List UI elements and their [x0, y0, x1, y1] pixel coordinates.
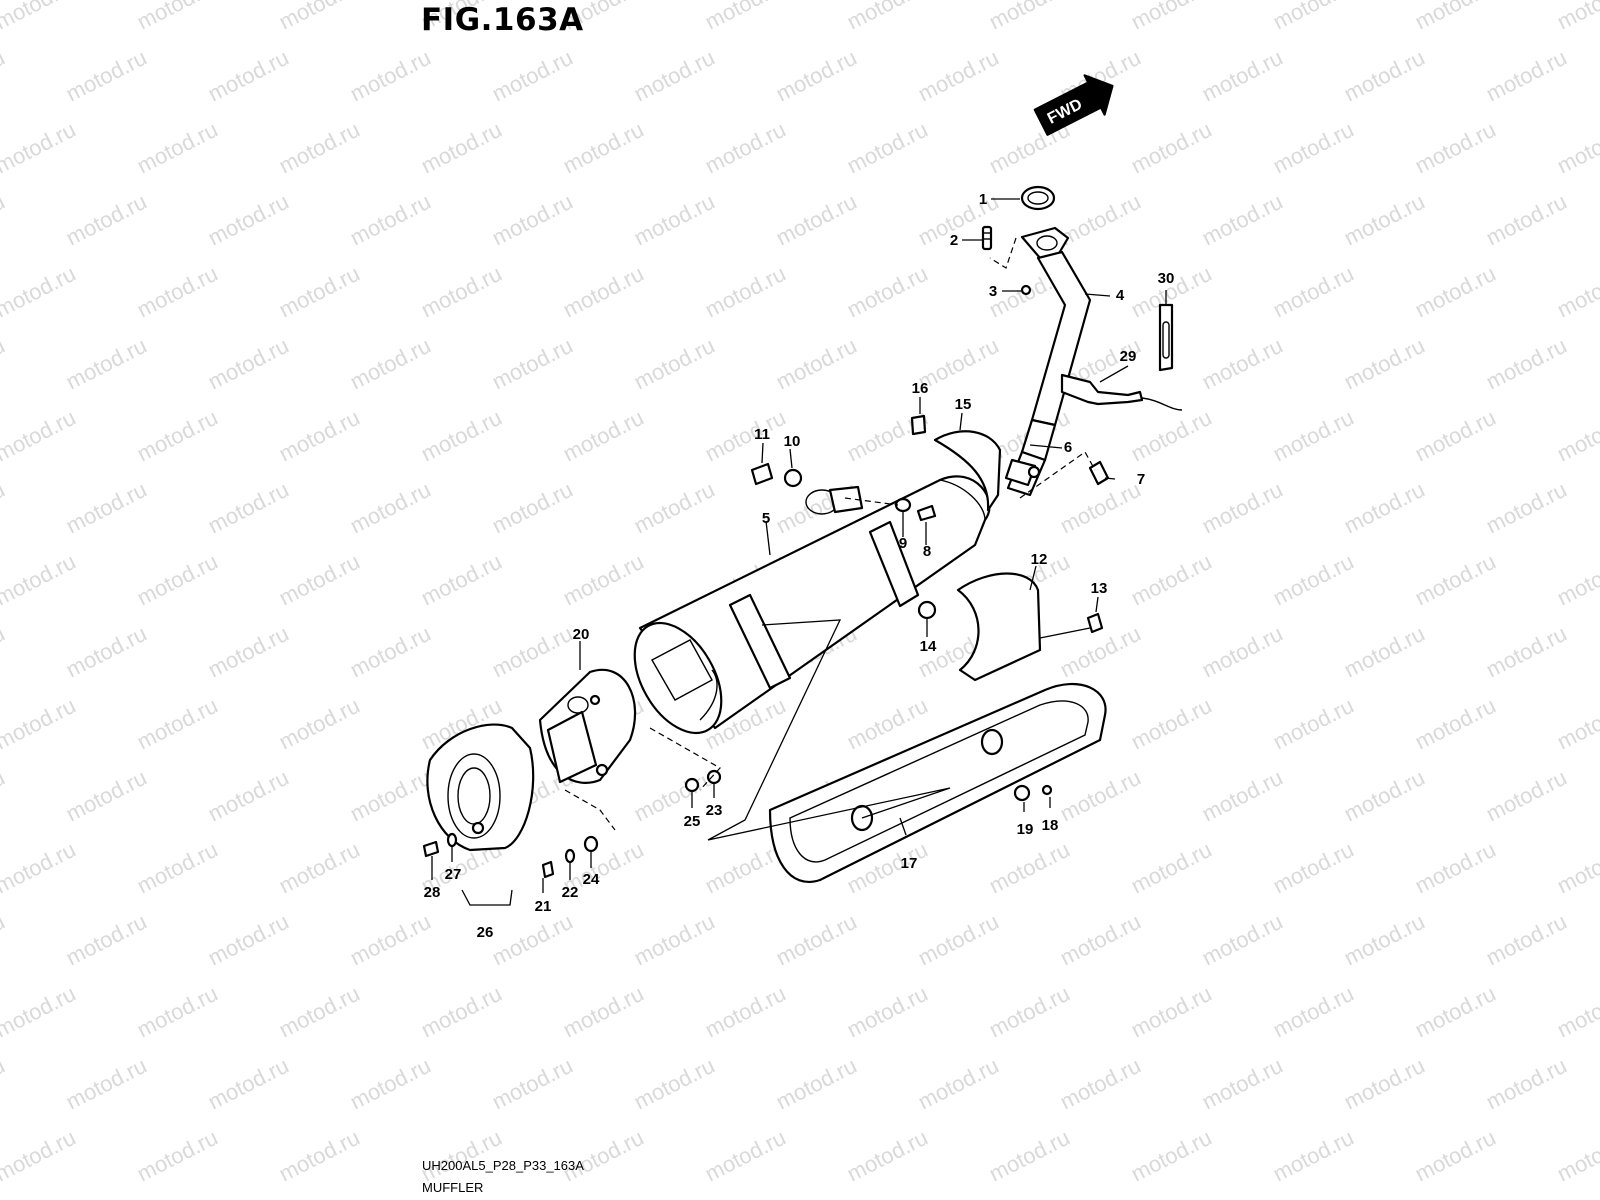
callout-2: 2: [950, 232, 958, 249]
callout-30: 30: [1158, 270, 1175, 287]
fwd-arrow-icon: FWD: [1033, 74, 1114, 136]
sensor-protector-part: [1158, 303, 1174, 372]
callout-7: 7: [1137, 471, 1145, 488]
heat-shield-upper-part: [933, 430, 1002, 512]
callout-5: 5: [762, 510, 770, 527]
oxygen-sensor-part: [1060, 373, 1183, 411]
callout-17: 17: [901, 855, 918, 872]
tail-pipe-end-part: [426, 723, 535, 852]
bolt-13-part: [1086, 612, 1104, 634]
collar-19-part: [1013, 784, 1031, 802]
assembly-guide-lines: [461, 237, 1096, 906]
bolt-11-part: [750, 462, 774, 486]
washer-9-part: [894, 497, 912, 513]
bolt-18-part: [1041, 784, 1053, 796]
callout-6: 6: [1064, 439, 1072, 456]
callout-11: 11: [754, 426, 770, 443]
washer-25-part: [684, 777, 700, 793]
bolt-8-part: [916, 504, 937, 522]
callout-29: 29: [1120, 348, 1137, 365]
exhaust-pipe-part: [1006, 226, 1092, 497]
callout-10: 10: [784, 433, 801, 450]
washer-24-part: [583, 835, 599, 853]
collar-10-part: [783, 468, 803, 488]
gasket-ring-part: [1020, 185, 1056, 211]
pipe-clamp-part: [1004, 458, 1041, 487]
end-cap-part: [538, 668, 637, 784]
grommet-14-part: [917, 600, 937, 620]
callout-15: 15: [955, 396, 972, 413]
heat-shield-side-part: [956, 572, 1042, 682]
heat-cover-part: [768, 682, 1107, 883]
callout-26: 26: [477, 924, 494, 941]
figure-code: UH200AL5_P28_P33_163A: [422, 1158, 584, 1173]
callout-9: 9: [899, 535, 907, 552]
callout-8: 8: [923, 543, 931, 560]
callout-3: 3: [989, 283, 997, 300]
bolt-16-part: [910, 414, 927, 436]
callout-27: 27: [445, 866, 462, 883]
bolt-28-part: [422, 840, 440, 858]
callout-28: 28: [424, 884, 441, 901]
callout-20: 20: [573, 626, 590, 643]
callout-12: 12: [1031, 551, 1048, 568]
washer-22-part: [564, 848, 576, 864]
callout-25: 25: [684, 813, 701, 830]
callout-19: 19: [1017, 821, 1034, 838]
callout-14: 14: [920, 638, 937, 655]
washer-27-part: [446, 832, 458, 848]
figure-caption: MUFFLER: [422, 1180, 484, 1195]
callout-18: 18: [1042, 817, 1059, 834]
muffler-body-part: [633, 475, 991, 735]
callout-24: 24: [583, 871, 600, 888]
callout-21: 21: [535, 898, 552, 915]
callout-4: 4: [1116, 287, 1125, 304]
callout-22: 22: [562, 884, 579, 901]
figure-title: FIG.163A: [421, 2, 584, 38]
nut-part: [1020, 284, 1032, 296]
bolt-21-part: [541, 860, 555, 879]
callout-16: 16: [912, 380, 929, 397]
callout-1: 1: [979, 191, 987, 208]
callout-leaders: [431, 198, 1167, 893]
callout-13: 13: [1091, 580, 1108, 597]
callout-numbers: 1 2 3 4 5 6 7 8 9 10 11 12 13 14 15 16 1…: [424, 191, 1175, 941]
stud-bolt-part: [981, 225, 993, 251]
callout-23: 23: [706, 802, 723, 819]
nut-23-part: [706, 769, 722, 785]
